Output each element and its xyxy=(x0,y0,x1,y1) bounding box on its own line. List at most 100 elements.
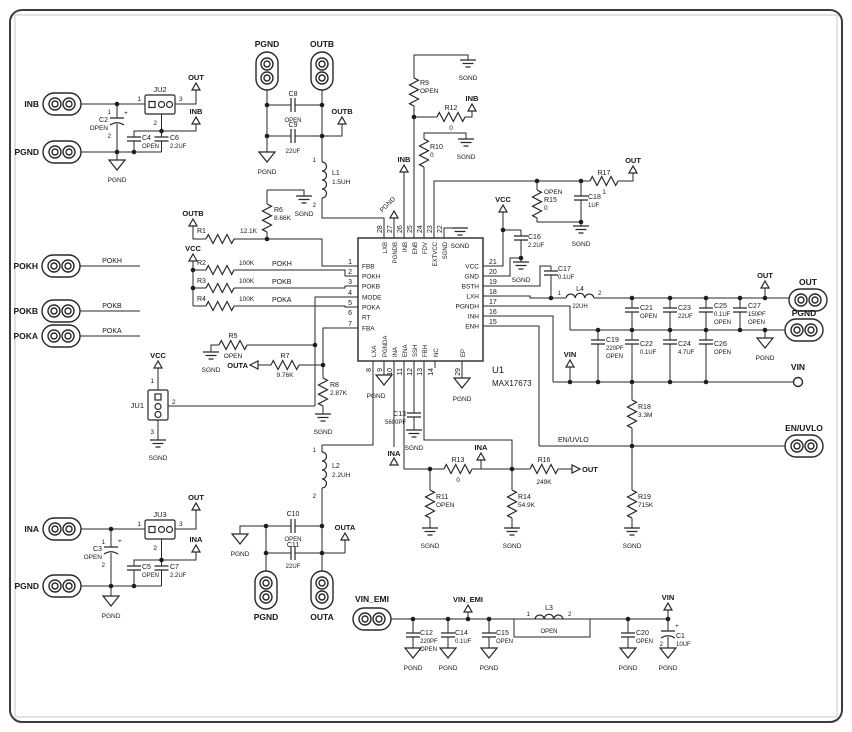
l1-value: 1.5UH xyxy=(332,179,351,186)
pin-name: POKA xyxy=(362,305,381,312)
c19-value: 220PF xyxy=(606,346,624,352)
capacitor-symbol xyxy=(624,339,640,345)
connector-label: VIN_EMI xyxy=(355,594,389,604)
c3-value: OPEN xyxy=(84,554,103,561)
pgnd-symbol xyxy=(439,647,457,659)
net-label: EN/UVLO xyxy=(558,437,589,444)
pin-number: 18 xyxy=(489,289,497,296)
r15-ref: R15 xyxy=(544,197,557,204)
r8-ref: R8 xyxy=(330,382,339,389)
c11-value: 22UF xyxy=(286,564,301,570)
c11-ref: C11 xyxy=(287,542,299,549)
pin-number: 19 xyxy=(489,279,497,286)
r3-ref: R3 xyxy=(197,278,206,285)
c5-ref: C5 xyxy=(142,564,151,571)
ic-u1-body xyxy=(357,237,484,362)
c8-value: OPEN xyxy=(284,118,301,124)
net-label: OUTA xyxy=(227,361,248,370)
jumper-label: JU1 xyxy=(131,401,144,410)
c4-value: OPEN xyxy=(142,144,159,150)
net-label: POKB xyxy=(102,303,122,310)
c16-ref: C16 xyxy=(528,234,541,241)
pin-number: 2 xyxy=(348,269,352,276)
r1-ref: R1 xyxy=(197,228,206,235)
pin-number: 5 xyxy=(348,300,352,307)
capacitor-symbol xyxy=(662,307,678,313)
jumper-pin: 3 xyxy=(179,521,183,528)
pin-number: 28 xyxy=(377,225,384,233)
r16-ref: R16 xyxy=(538,457,551,464)
c13-value: 5600PF xyxy=(385,420,406,426)
capacitor-symbol xyxy=(698,307,714,313)
capacitor-symbol xyxy=(624,307,640,313)
c7-value: 2.2UF xyxy=(170,573,187,579)
net-label: INB xyxy=(466,94,480,103)
c8-ref: C8 xyxy=(289,91,298,98)
pgnd-label: PGND xyxy=(108,177,127,184)
pgnd-label: PGND xyxy=(258,169,277,176)
r7-ref: R7 xyxy=(281,353,290,360)
cap-pin: 2 xyxy=(102,563,106,569)
sgnd-symbol xyxy=(503,527,521,536)
r15-note: OPEN xyxy=(544,189,563,196)
pin-name: FBH xyxy=(423,345,429,357)
c26-ref: C26 xyxy=(714,341,727,348)
capacitor-symbol xyxy=(481,632,497,638)
c12-ref: C12 xyxy=(420,630,433,637)
connector-symbol xyxy=(42,574,82,598)
capacitor-symbol xyxy=(590,339,606,345)
grounds: PGND PGND SGND SGND SGND SGND SGND SGND … xyxy=(102,59,775,672)
sgnd-label: SGND xyxy=(405,445,424,452)
net-label: INB xyxy=(190,107,204,116)
connector-symbol xyxy=(42,92,82,116)
c4-ref: C4 xyxy=(142,135,151,142)
resistor-symbol xyxy=(529,463,559,475)
ic-part-number: MAX17673 xyxy=(492,379,532,388)
connector-symbol xyxy=(41,254,81,278)
pin-number: 1 xyxy=(348,259,352,266)
connector-label: INB xyxy=(24,99,39,109)
capacitor-symbol xyxy=(109,117,125,126)
sgnd-symbol xyxy=(295,195,313,204)
connector-label: OUTA xyxy=(310,612,333,622)
pin-number: 16 xyxy=(489,309,497,316)
jumper-pin: 2 xyxy=(172,399,176,406)
pin-name: MODE xyxy=(362,295,382,302)
pin-name: INH xyxy=(468,314,480,321)
pin-number: 26 xyxy=(397,225,404,233)
net-label: VIN_EMI xyxy=(453,595,483,604)
pin-name: ENH xyxy=(465,324,479,331)
capacitor-symbol xyxy=(620,632,636,638)
r6-ref: R6 xyxy=(274,207,283,214)
pgnd-symbol xyxy=(453,377,471,389)
l3-value: OPEN xyxy=(540,629,557,635)
connector-label: VIN xyxy=(791,362,805,372)
c23-ref: C23 xyxy=(678,305,691,312)
c10-ref: C10 xyxy=(287,511,300,518)
sgnd-symbol xyxy=(623,527,641,536)
c10-value: OPEN xyxy=(284,537,301,543)
c6-ref: C6 xyxy=(170,135,179,142)
pin-number: 15 xyxy=(489,319,497,326)
c15-ref: C15 xyxy=(496,630,509,637)
r2-ref: R2 xyxy=(197,260,206,267)
c1-value: 10UF xyxy=(676,642,691,648)
capacitor-symbol xyxy=(126,565,142,571)
pgnd-symbol xyxy=(404,647,422,659)
r13-ref: R13 xyxy=(452,457,465,464)
resistor-symbol xyxy=(626,399,638,429)
wires xyxy=(80,54,793,648)
r13-value: 0 xyxy=(456,477,460,484)
c2-ref: C2 xyxy=(99,117,108,124)
net-label: OUT xyxy=(582,465,598,474)
net-label: VCC xyxy=(185,244,201,253)
ind-pin: 2 xyxy=(568,612,572,618)
pin-name: LXH xyxy=(466,294,479,301)
net-flag-icon xyxy=(191,544,201,553)
l4-value: 22UH xyxy=(572,304,587,310)
ind-pin: 2 xyxy=(598,291,602,297)
pin-name: GND xyxy=(465,274,480,281)
resistor-symbol xyxy=(205,300,235,312)
